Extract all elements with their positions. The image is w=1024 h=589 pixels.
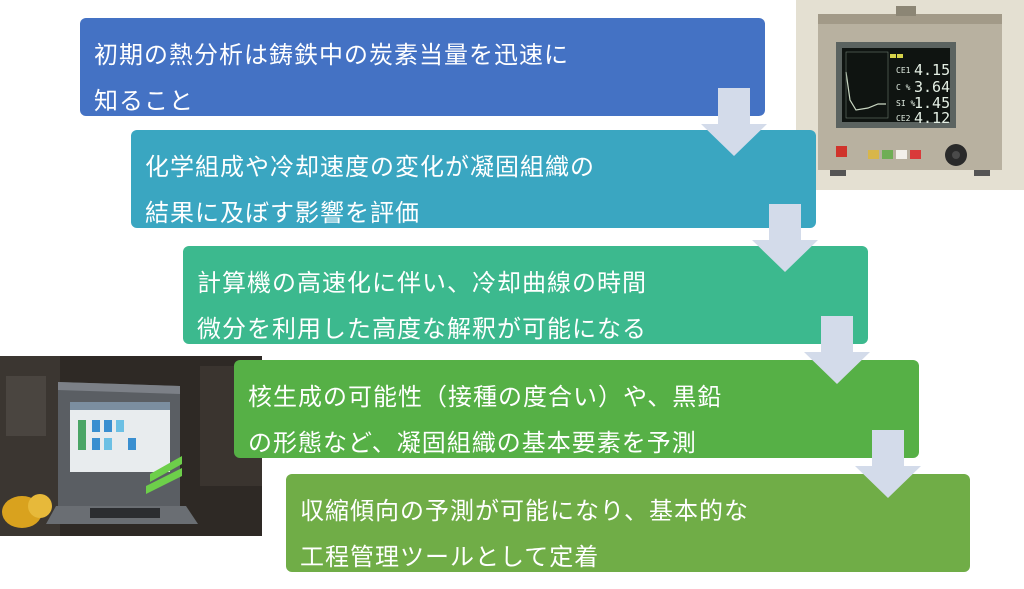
readout-label-1: CE1: [896, 66, 911, 75]
analysis-console-photo: [0, 356, 262, 536]
step-5-line-1: 収縮傾向の予測が可能になり、基本的な: [300, 497, 750, 525]
flow-step-3: 計算機の高速化に伴い、冷却曲線の時間 微分を利用した高度な解釈が可能になる: [183, 246, 868, 344]
thermal-analyzer-photo: CE1 4.15 C % 3.64 SI % 1.45 CE2 4.12: [796, 0, 1024, 190]
step-3-line-2: 微分を利用した高度な解釈が可能になる: [197, 315, 647, 343]
readout-label-4: CE2: [896, 114, 911, 123]
flow-step-4: 核生成の可能性（接種の度合い）や、黒鉛 の形態など、凝固組織の基本要素を予測: [234, 360, 919, 458]
step-4-line-2: の形態など、凝固組織の基本要素を予測: [248, 429, 697, 457]
step-1-line-2: 知ること: [94, 87, 194, 115]
step-4-line-1: 核生成の可能性（接種の度合い）や、黒鉛: [248, 383, 723, 411]
readout-value-3: 1.45: [914, 94, 950, 112]
down-arrow-icon: [701, 88, 767, 156]
flow-step-5: 収縮傾向の予測が可能になり、基本的な 工程管理ツールとして定着: [286, 474, 970, 572]
step-1-line-1: 初期の熱分析は鋳鉄中の炭素当量を迅速に: [94, 41, 569, 69]
step-2-line-2: 結果に及ぼす影響を評価: [145, 199, 420, 227]
readout-label-2: C %: [896, 83, 911, 92]
readout-label-3: SI %: [896, 99, 915, 108]
step-5-line-2: 工程管理ツールとして定着: [300, 543, 600, 571]
readout-value-1: 4.15: [914, 61, 950, 79]
down-arrow-icon: [752, 204, 818, 272]
step-3-line-1: 計算機の高速化に伴い、冷却曲線の時間: [197, 269, 647, 297]
flow-step-1: 初期の熱分析は鋳鉄中の炭素当量を迅速に 知ること: [80, 18, 765, 116]
flow-step-2: 化学組成や冷却速度の変化が凝固組織の 結果に及ぼす影響を評価: [131, 130, 816, 228]
down-arrow-icon: [804, 316, 870, 384]
readout-value-2: 3.64: [914, 78, 950, 96]
down-arrow-icon: [855, 430, 921, 498]
step-2-line-1: 化学組成や冷却速度の変化が凝固組織の: [145, 153, 595, 181]
readout-value-4: 4.12: [914, 109, 950, 127]
